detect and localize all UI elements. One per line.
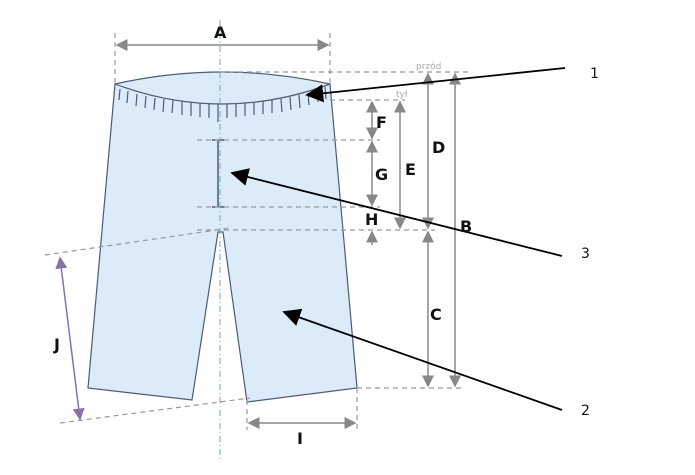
guide-lines [44,33,470,430]
label-c: C [430,305,442,324]
callout-1: 1 [590,66,599,82]
label-h: H [365,210,378,229]
callout-pointers [230,67,566,411]
label-b: B [460,217,472,236]
label-g: G [375,165,388,184]
shorts-body [87,71,358,403]
note-front: przód [416,61,441,72]
label-f: F [376,113,387,132]
label-d: D [432,138,445,157]
callout-2: 2 [581,403,590,419]
dimension-arrows [55,39,461,429]
label-i: I [297,429,303,448]
label-e: E [405,160,416,179]
callout-3: 3 [581,246,590,262]
label-a: A [214,23,227,42]
label-j: J [53,335,60,354]
note-back: tył [396,90,408,100]
